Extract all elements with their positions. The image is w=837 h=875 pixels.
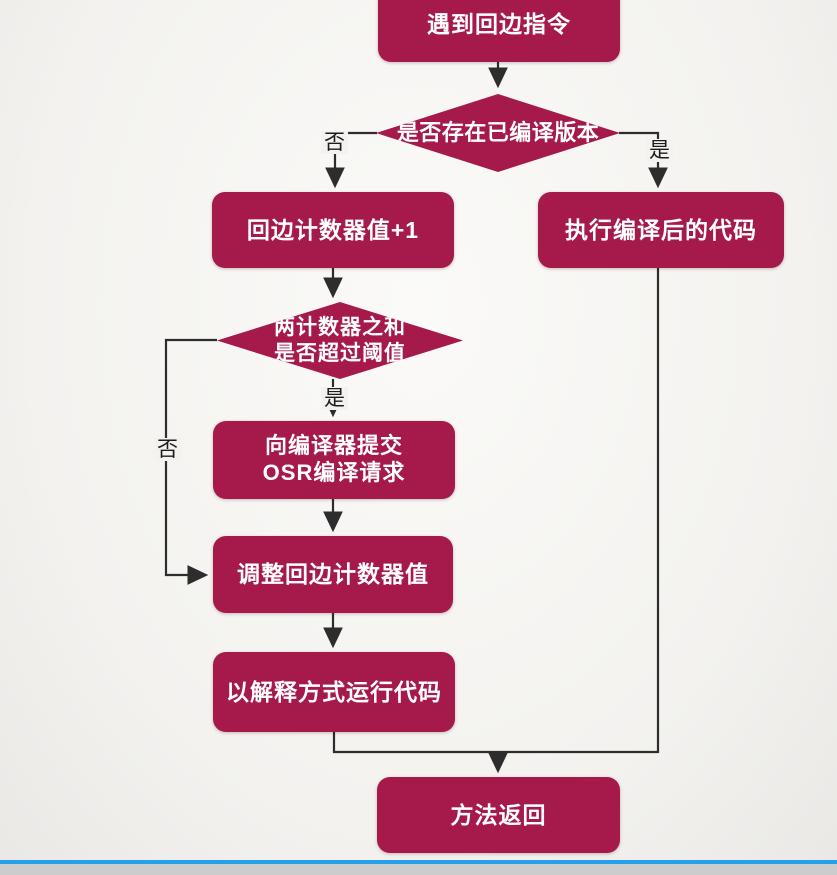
node-method-return-label: 方法返回 [450,801,547,828]
node-decision-counter-threshold-line2: 是否超过阈值 [274,341,406,365]
node-decision-counter-threshold: 两计数器之和 是否超过阈值 [217,302,463,379]
node-adjust-backedge-counter: 调整回边计数器值 [213,536,453,613]
edge-decision1-yes-branch [619,131,668,189]
node-submit-osr-request-line2: OSR编译请求 [262,460,406,485]
edge-interpreted-to-join [332,732,658,754]
node-execute-compiled-code: 执行编译后的代码 [538,192,784,268]
node-execute-compiled-code-label: 执行编译后的代码 [565,216,757,243]
node-start-label: 遇到回边指令 [427,10,571,37]
edge-label-threshold-no: 否 [154,438,181,461]
footer-accent-line [0,860,837,864]
edge-label-compiled-no: 否 [321,131,348,154]
node-method-return: 方法返回 [377,777,620,853]
node-decision-compiled-version-label: 是否存在已编译版本 [396,119,600,145]
node-start: 遇到回边指令 [378,0,620,62]
node-submit-osr-request-line1: 向编译器提交 [264,433,403,459]
edge-label-compiled-yes: 是 [646,139,673,162]
node-increment-backedge-counter: 回边计数器值+1 [212,192,454,268]
edge-label-threshold-yes: 是 [321,387,348,410]
node-increment-backedge-counter-label: 回边计数器值+1 [246,216,420,243]
footer-strip [0,864,837,875]
node-adjust-backedge-counter-label: 调整回边计数器值 [237,561,429,588]
node-run-interpreted-code-label: 以解释方式运行代码 [226,678,442,705]
node-decision-counter-threshold-line1: 两计数器之和 [274,315,406,339]
node-submit-osr-request: 向编译器提交 OSR编译请求 [213,421,455,499]
node-run-interpreted-code: 以解释方式运行代码 [213,652,455,732]
